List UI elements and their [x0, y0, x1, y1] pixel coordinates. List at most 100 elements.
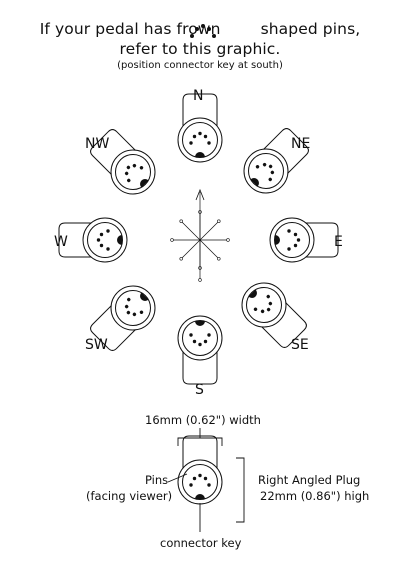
- plug-label: Right Angled Plug: [258, 473, 361, 487]
- connector-key: [250, 178, 259, 187]
- height-bracket-line: [236, 457, 245, 523]
- pin: [198, 473, 202, 478]
- label-sw: SW: [85, 337, 108, 353]
- title-part-1: If your pedal has frown: [39, 20, 221, 38]
- connector-detail: [177, 435, 223, 505]
- connector-key: [195, 494, 205, 499]
- pin: [207, 141, 211, 145]
- plug-inner-ring: [274, 222, 310, 258]
- plug-inner-ring: [182, 122, 218, 158]
- pin: [293, 232, 298, 237]
- label-s: S: [195, 382, 204, 398]
- rose-end: [170, 238, 174, 242]
- pin: [106, 247, 110, 251]
- label-ne: NE: [291, 136, 311, 152]
- pin: [287, 229, 291, 233]
- label-e: E: [334, 234, 343, 250]
- frown-pins-glyph: [190, 24, 216, 38]
- pin: [189, 483, 193, 487]
- rose-end: [179, 219, 183, 223]
- pin: [189, 141, 193, 145]
- width-label: 16mm (0.62") width: [145, 413, 261, 427]
- connector-key: [140, 292, 149, 301]
- pin: [296, 238, 301, 242]
- plug-inner-ring: [87, 222, 123, 258]
- pins-facing-label: (facing viewer): [86, 489, 173, 503]
- pin: [287, 247, 291, 251]
- rose-line: [199, 220, 220, 241]
- connector-w: [58, 217, 128, 263]
- glyph-pin: [207, 27, 211, 31]
- height-bracket: [236, 457, 245, 523]
- pin: [139, 166, 144, 170]
- rose-line: [180, 220, 201, 241]
- pin: [203, 134, 208, 139]
- title-part-2: shaped pins,: [260, 20, 361, 38]
- pin: [207, 333, 211, 337]
- connector-key-label: connector key: [160, 536, 242, 550]
- rose-end: [217, 257, 221, 261]
- glyph-pin: [212, 34, 216, 38]
- pin: [203, 339, 208, 344]
- pin: [132, 163, 137, 168]
- pin: [189, 333, 193, 337]
- pin: [192, 134, 197, 139]
- connector-s: [177, 315, 223, 385]
- rose-end: [198, 278, 202, 282]
- pin: [126, 310, 131, 315]
- pin: [268, 301, 273, 306]
- title-line-1: If your pedal has frown shaped pins,: [0, 20, 400, 38]
- rose-end: [217, 219, 221, 223]
- pin: [207, 483, 211, 487]
- pin: [192, 339, 197, 344]
- pin: [253, 307, 258, 311]
- rose-end: [226, 238, 230, 242]
- pins-leader: [167, 473, 188, 483]
- pin: [106, 229, 110, 233]
- pin: [260, 309, 265, 314]
- pin: [198, 131, 202, 136]
- plug-inner-ring: [182, 464, 218, 500]
- pin: [266, 307, 271, 312]
- glyph-pin: [195, 27, 199, 31]
- title-line-2: refer to this graphic.: [119, 40, 281, 58]
- connector-ne: [243, 128, 309, 194]
- label-se: SE: [291, 337, 309, 353]
- pin: [198, 342, 202, 347]
- label-w: W: [54, 234, 68, 250]
- pin: [124, 171, 129, 176]
- glyph-pin: [190, 34, 194, 38]
- label-nw: NW: [85, 136, 110, 152]
- rose-end: [179, 257, 183, 261]
- connector-key: [140, 179, 149, 188]
- pin: [266, 294, 270, 299]
- connector-key: [275, 235, 280, 245]
- pin: [127, 178, 131, 183]
- north-arrow: [195, 188, 205, 201]
- pin: [192, 476, 197, 481]
- pin: [132, 312, 137, 317]
- plug-height-label: 22mm (0.86") high: [260, 489, 370, 503]
- pin: [139, 310, 144, 314]
- pin: [127, 297, 131, 302]
- pin: [255, 165, 260, 169]
- rose-line: [180, 239, 201, 260]
- plug-inner-ring: [182, 320, 218, 356]
- pin: [99, 232, 104, 237]
- subtitle: (position connector key at south): [117, 60, 283, 71]
- pin: [268, 164, 273, 169]
- rose-line: [199, 239, 220, 260]
- pin: [268, 177, 272, 182]
- width-bracket: [177, 428, 223, 446]
- connector-key: [195, 152, 205, 157]
- glyph-pin: [201, 24, 205, 28]
- connector-sw: [90, 285, 156, 351]
- pin: [99, 243, 104, 248]
- pin: [270, 170, 275, 175]
- pins-label: Pins: [145, 473, 169, 487]
- label-n: N: [193, 88, 204, 104]
- connector-key: [117, 235, 122, 245]
- pin: [124, 304, 129, 309]
- connector-e: [269, 217, 339, 263]
